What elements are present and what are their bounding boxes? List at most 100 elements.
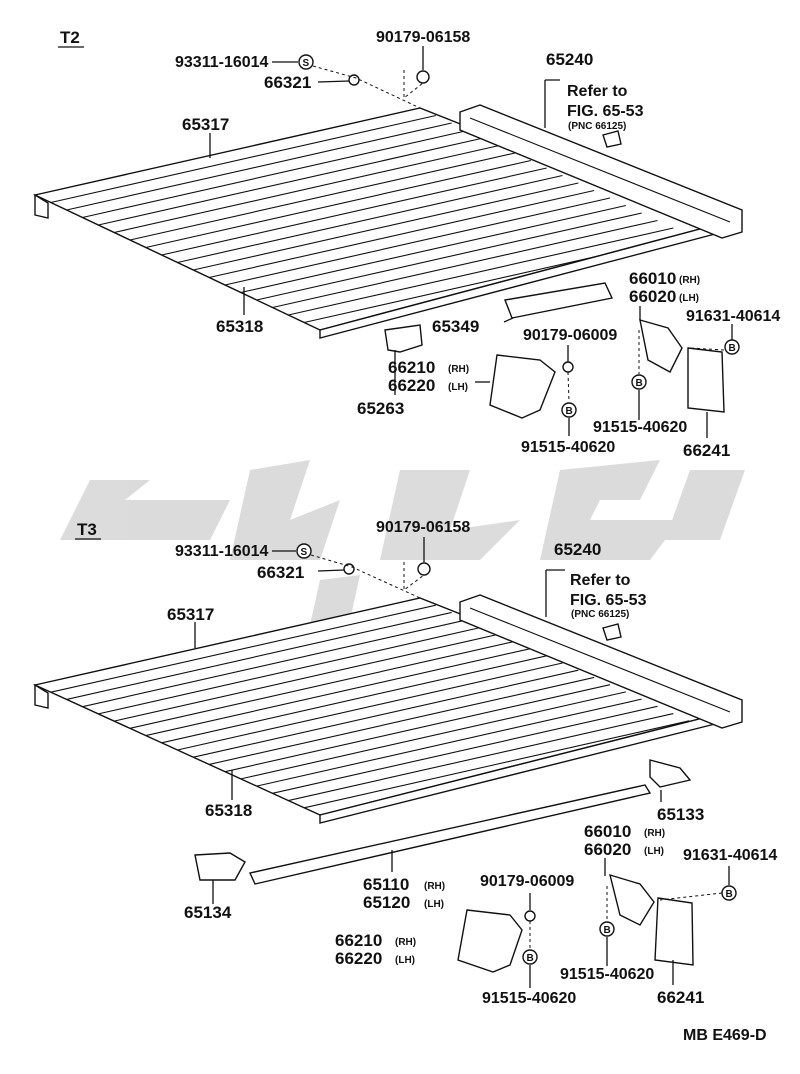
- floor-rib: [304, 720, 690, 809]
- bolt-symbol-b: [631, 374, 647, 390]
- label-65263: 65263: [357, 399, 404, 418]
- label-66321: 66321: [264, 73, 311, 92]
- symbol-b: B: [566, 406, 573, 417]
- label-91515-40620-b: 91515-40620: [560, 966, 654, 983]
- front-rail-65240: [459, 104, 743, 239]
- floor-rib: [224, 197, 611, 286]
- floor-rib: [288, 227, 674, 316]
- mudguard-66241: [654, 897, 694, 966]
- mudguard-hanger-66010: [639, 319, 683, 373]
- label-65133: 65133: [657, 805, 704, 824]
- section-title-t2: T2: [60, 28, 80, 47]
- floor-rib: [145, 648, 531, 737]
- floor-rib: [129, 640, 516, 729]
- label-66010: 66010: [584, 822, 631, 841]
- label-65240: 65240: [554, 540, 601, 559]
- floor-rib: [193, 669, 579, 758]
- floor-rib: [145, 159, 531, 249]
- mudguard-hanger-66010: [609, 873, 655, 926]
- ref-text-3: (PNC 66125): [568, 121, 626, 132]
- label-65110: 65110: [363, 875, 409, 894]
- floor-rib: [161, 167, 547, 256]
- label-90179-06009: 90179-06009: [480, 873, 574, 890]
- bracket-65133: [649, 759, 692, 788]
- label-66321: 66321: [257, 563, 304, 582]
- label-66210: 66210: [388, 358, 435, 377]
- label-66220-side: (LH): [395, 955, 415, 966]
- reinforcement-65349: [504, 282, 614, 319]
- label-66220-side: (LH): [448, 382, 468, 393]
- mudguard-bracket-66210: [489, 354, 556, 419]
- label-91515-40620-a: 91515-40620: [482, 990, 576, 1007]
- label-66010-side: (RH): [644, 828, 665, 839]
- label-90179-06158: 90179-06158: [376, 519, 470, 536]
- floor-rib: [272, 219, 658, 309]
- floor-rib: [50, 604, 436, 693]
- mudguard-66241: [687, 347, 725, 413]
- section-title-t3: T3: [77, 520, 97, 539]
- floor-rib: [209, 676, 595, 765]
- label-65349: 65349: [432, 317, 479, 336]
- bolt-symbol-b: [599, 921, 615, 937]
- floor-rib: [272, 705, 658, 794]
- watermark-logo: [60, 460, 745, 625]
- floor-rib: [98, 626, 484, 715]
- label-66020: 66020: [629, 287, 676, 306]
- figure-code: MB E469-D: [683, 1027, 767, 1044]
- label-91631-40614: 91631-40614: [683, 847, 777, 864]
- label-91631-40614: 91631-40614: [686, 308, 780, 325]
- label-66020-side: (LH): [644, 846, 664, 857]
- label-65120: 65120: [363, 893, 410, 912]
- floor-rib: [177, 174, 563, 264]
- floor-rib: [66, 611, 452, 700]
- label-66210-side: (RH): [395, 937, 416, 948]
- floor-rib: [288, 713, 674, 802]
- label-93311-16014: 93311-16014: [175, 543, 269, 560]
- washer-66321: [348, 74, 360, 86]
- floor-rib: [256, 212, 642, 301]
- symbol-b: B: [636, 378, 643, 389]
- floor-rib: [82, 619, 468, 708]
- label-65134: 65134: [184, 903, 232, 922]
- label-65318: 65318: [205, 801, 252, 820]
- symbol-b: B: [527, 953, 534, 964]
- label-90179-06009: 90179-06009: [523, 327, 617, 344]
- symbol-b: B: [729, 343, 736, 354]
- bracket-65134: [194, 852, 246, 881]
- ref-text-1: Refer to: [570, 572, 631, 589]
- label-91515-40620-b: 91515-40620: [593, 419, 687, 436]
- screw-symbol-s: [298, 54, 314, 70]
- floor-rib: [114, 633, 500, 722]
- floor-rib: [224, 684, 611, 773]
- floor-rib: [50, 114, 436, 204]
- symbol-s: S: [303, 58, 310, 69]
- floor-rib: [98, 137, 484, 226]
- symbol-b: B: [604, 925, 611, 936]
- section-t3: T3 S B B B: [32, 519, 777, 1007]
- label-90179-06158: 90179-06158: [376, 29, 470, 46]
- floor-rib: [114, 144, 500, 234]
- label-66220: 66220: [388, 376, 435, 395]
- floor-rib: [256, 698, 642, 787]
- label-66210: 66210: [335, 931, 382, 950]
- nut-90179-06158: [416, 70, 430, 84]
- label-66241: 66241: [657, 988, 704, 1007]
- screw-symbol-s: [296, 543, 312, 559]
- floor-rib: [66, 122, 452, 211]
- label-65120-side: (LH): [424, 899, 444, 910]
- front-rail-65240: [459, 594, 743, 729]
- ref-text-1: Refer to: [567, 83, 628, 100]
- ref-text-2: FIG. 65-53: [567, 103, 644, 120]
- nut-90179-06009: [562, 361, 574, 373]
- label-65318: 65318: [216, 317, 263, 336]
- bolt-symbol-b: [561, 402, 577, 418]
- section-t2: T2 S B B: [32, 28, 780, 460]
- label-66010-side: (RH): [679, 275, 700, 286]
- label-93311-16014: 93311-16014: [175, 54, 269, 71]
- symbol-b: B: [726, 889, 733, 900]
- floor-rib: [240, 204, 626, 294]
- bracket-65263: [384, 324, 423, 353]
- side-rail-65110: [249, 784, 652, 885]
- floor-rib: [161, 655, 547, 744]
